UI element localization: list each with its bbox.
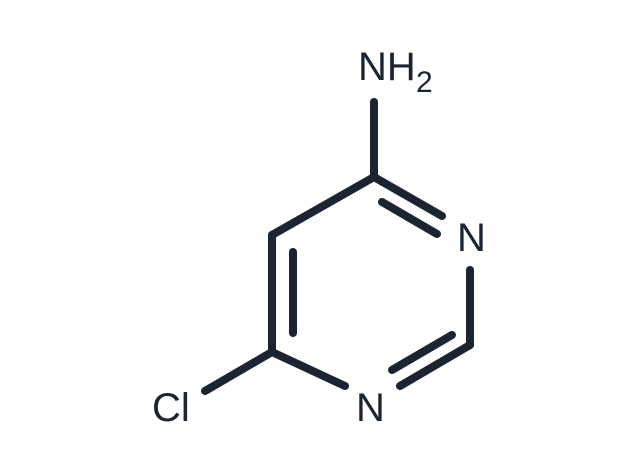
chlorine-label: Cl	[152, 386, 190, 430]
bond-c6-cl	[201, 348, 276, 395]
bond-n1-c6	[268, 348, 349, 390]
bond-c4-c5	[268, 173, 378, 239]
bond-c4-n3	[370, 173, 446, 220]
ring-nitrogen-upper: N	[457, 216, 486, 260]
amine-label: NH	[358, 45, 416, 89]
ring-nitrogen-lower: N	[356, 386, 385, 430]
bond-c4-n3-double	[378, 198, 441, 238]
bond-c2-n1-double	[388, 331, 456, 374]
bond-c2-n1	[396, 341, 474, 390]
amine-subscript: 2	[416, 66, 433, 99]
